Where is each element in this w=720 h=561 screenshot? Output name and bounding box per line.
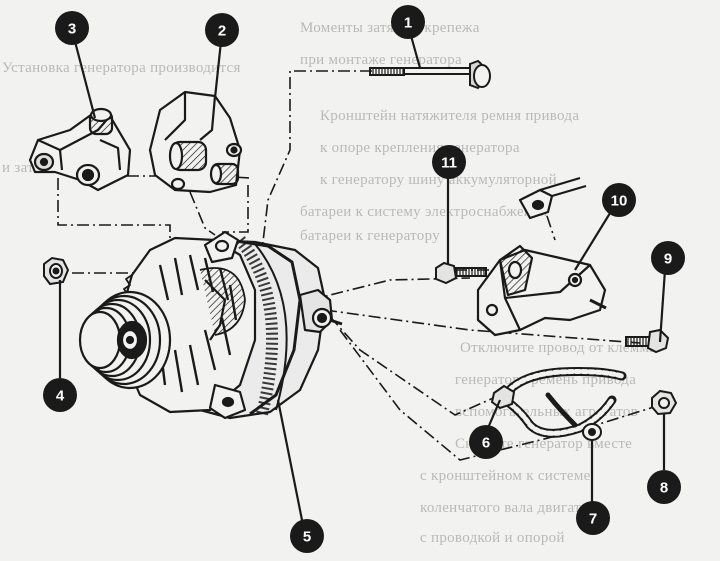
harness-clip — [490, 384, 516, 410]
bg-text-line: Кронштейн натяжителя ремня привода — [320, 108, 580, 124]
svg-text:1: 1 — [404, 15, 412, 32]
svg-text:9: 9 — [664, 251, 672, 268]
svg-text:8: 8 — [660, 480, 668, 497]
svg-text:3: 3 — [68, 21, 76, 38]
ring-terminal — [582, 423, 602, 441]
wiring-harness — [500, 367, 627, 438]
bg-text-line: коленчатого вала двигателя — [420, 500, 603, 516]
bg-text-line: Отключите провод от клеммы — [460, 340, 660, 356]
bg-text-line: Установка генератора производится — [2, 60, 241, 76]
svg-text:11: 11 — [441, 155, 457, 172]
assembly-guide-lines — [57, 70, 671, 461]
callout-2: 2 — [205, 13, 239, 47]
mounting-bracket-left — [28, 107, 132, 192]
svg-text:6: 6 — [482, 435, 490, 452]
nut-right — [651, 389, 678, 416]
mounting-bracket-center — [148, 90, 243, 194]
bg-text-line: при монтаже генератора — [300, 52, 462, 68]
callout-7: 7 — [576, 501, 610, 535]
callout-9: 9 — [651, 241, 685, 275]
bg-text-line: с кронштейном к системе — [420, 468, 591, 484]
callout-8: 8 — [647, 470, 681, 504]
callout-10: 10 — [602, 183, 636, 217]
callout-4: 4 — [43, 378, 77, 412]
alternator — [78, 230, 343, 420]
nut-left — [43, 256, 70, 286]
bg-text-line: к генератору шину аккумуляторной — [320, 172, 557, 188]
callout-11: 11 — [432, 145, 466, 179]
through-bolt — [369, 59, 491, 90]
callout-3: 3 — [55, 11, 89, 45]
svg-text:10: 10 — [611, 193, 628, 210]
bg-text-line: к опоре крепления генератора — [320, 140, 520, 156]
bg-text-line: Моменты затяжки крепежа — [300, 20, 480, 36]
svg-text:4: 4 — [56, 388, 65, 405]
bg-text-line: батареи к генератору — [300, 228, 440, 244]
callout-5: 5 — [290, 519, 324, 553]
svg-text:5: 5 — [303, 529, 311, 546]
callout-6: 6 — [469, 425, 503, 459]
bg-text-line: батареи к систему электроснабжения — [300, 204, 548, 220]
svg-text:2: 2 — [218, 23, 226, 40]
svg-text:7: 7 — [589, 511, 597, 528]
tensioner-bracket — [476, 176, 607, 337]
callout-1: 1 — [391, 5, 425, 39]
bolt-bracket — [435, 261, 487, 285]
bg-text-line: с проводкой и опорой — [420, 530, 565, 546]
